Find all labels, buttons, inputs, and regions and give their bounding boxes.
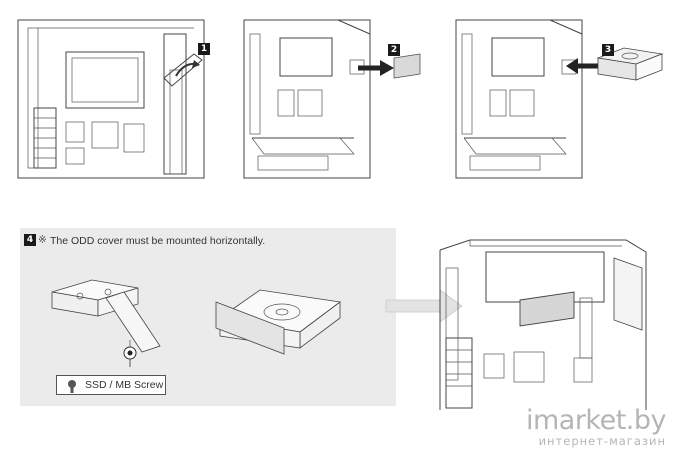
odd-cover-icon [51, 279, 342, 358]
watermark-sub: интернет-магазин [538, 434, 666, 448]
screw-label-box: SSD / MB Screw [56, 375, 166, 395]
step-badge-3: 3 [602, 44, 614, 56]
case-panel-icon [455, 19, 664, 179]
step-badge-1: 1 [198, 43, 210, 55]
watermark: imarket.by интернет-магазин [525, 405, 667, 449]
case-panel-icon [439, 239, 647, 410]
case-panel-icon [243, 19, 421, 179]
case-panel-icon [17, 19, 205, 179]
step2-figure [234, 14, 430, 182]
screw-icon [65, 379, 79, 393]
step4-note: The ODD cover must be mounted horizontal… [50, 235, 266, 247]
note-symbol: ※ [38, 234, 47, 246]
step-badge-4: 4 [24, 234, 36, 246]
screw-label: SSD / MB Screw [85, 379, 164, 391]
watermark-main: imarket.by [525, 405, 667, 436]
step3-figure [448, 14, 670, 182]
step-badge-2: 2 [388, 44, 400, 56]
step1-figure [14, 14, 214, 182]
screw-icon [123, 346, 137, 367]
step5-figure [384, 238, 674, 410]
